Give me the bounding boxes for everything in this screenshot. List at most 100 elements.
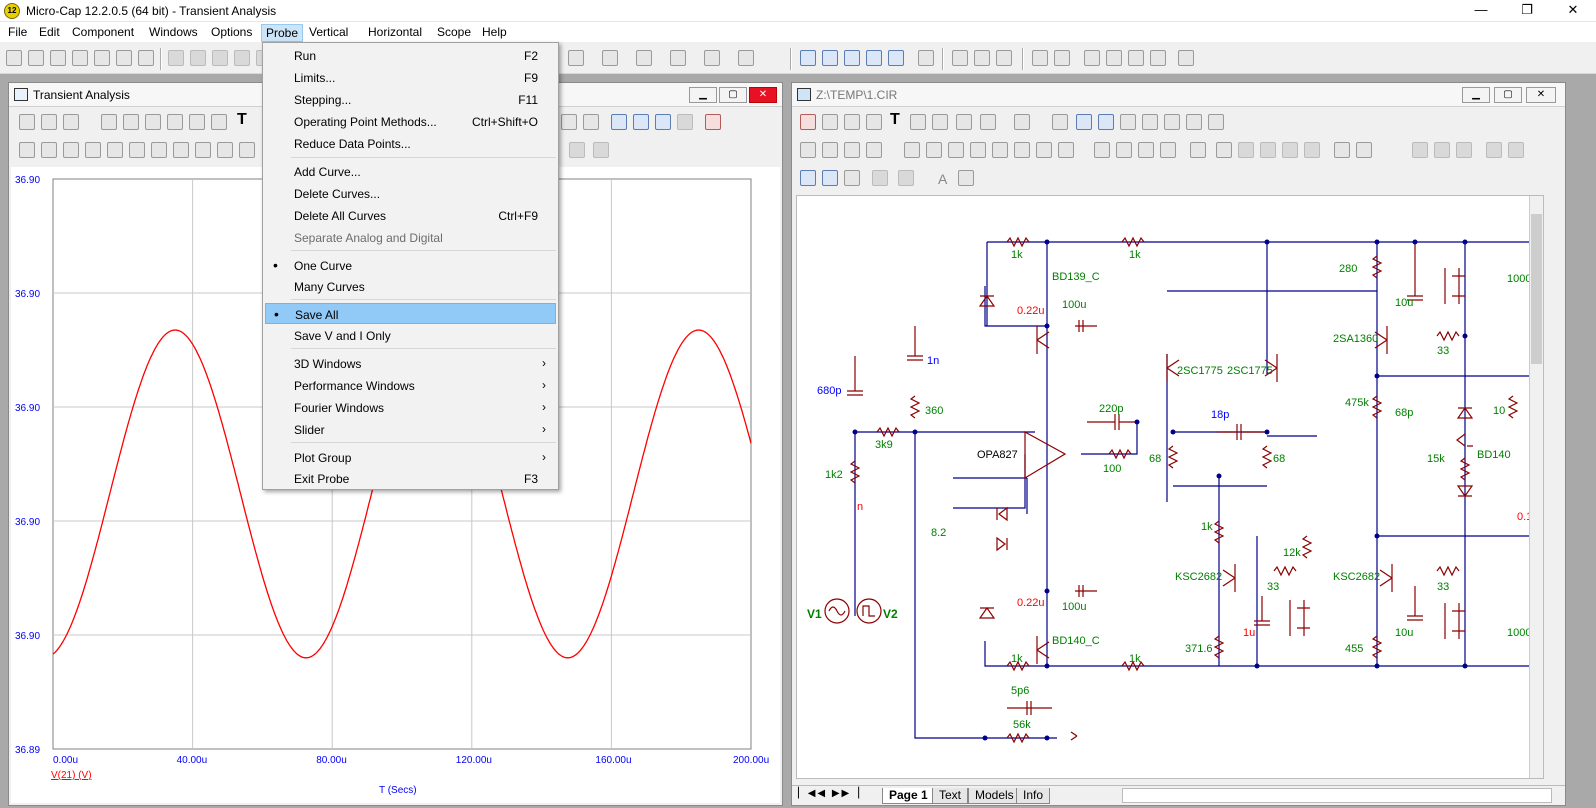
menu-item-fourier-windows[interactable]: Fourier Windows› (294, 400, 546, 415)
menu-item-3d-windows[interactable]: 3D Windows› (294, 356, 546, 371)
menu-item-many-curves[interactable]: Many Curves (294, 280, 365, 294)
cursor-icon-2[interactable] (583, 114, 599, 130)
pointer-icon[interactable] (822, 114, 838, 130)
graph-icon-2[interactable] (123, 114, 139, 130)
menu-item-save-all[interactable]: •Save All (265, 303, 556, 324)
rotate-icon[interactable] (1260, 142, 1276, 158)
graph-icon-4[interactable] (167, 114, 183, 130)
menu-help[interactable]: Help (482, 25, 507, 39)
inflection-icon[interactable] (107, 142, 123, 158)
minimize-icon[interactable]: — (1474, 2, 1488, 17)
pin-icon[interactable] (970, 142, 986, 158)
restore-icon[interactable]: ❐ (1521, 2, 1533, 17)
sheet-icon-3[interactable] (1138, 142, 1154, 158)
copy-cursor-icon[interactable] (569, 142, 585, 158)
zoom-in-schematic-icon[interactable] (800, 170, 816, 186)
scrollbar-thumb[interactable] (1531, 214, 1542, 364)
plot-icon[interactable] (1150, 50, 1166, 66)
print-preview-icon[interactable] (116, 50, 132, 66)
menu-component[interactable]: Component (72, 25, 135, 39)
redo-icon[interactable] (190, 50, 206, 66)
window-minimize-icon[interactable]: ▁ (689, 87, 717, 103)
more-icon[interactable] (1456, 142, 1472, 158)
cross-icon[interactable] (992, 142, 1008, 158)
bounds-icon[interactable] (1216, 142, 1232, 158)
toggle-icon[interactable] (1032, 50, 1048, 66)
pan-icon[interactable] (844, 114, 860, 130)
schematic-close-icon[interactable]: ✕ (1526, 87, 1556, 103)
new-icon[interactable] (28, 50, 44, 66)
check-icon[interactable] (1142, 114, 1158, 130)
node-icon[interactable] (1014, 114, 1030, 130)
menu-item-save-v-and-i[interactable]: Save V and I Only (294, 329, 391, 343)
sheet-icon-2[interactable] (1116, 142, 1132, 158)
new-file-icon[interactable] (6, 50, 22, 66)
wire-icon[interactable] (866, 114, 882, 130)
find-icon[interactable] (1334, 142, 1350, 158)
help-icon[interactable] (1098, 114, 1114, 130)
graph-icon-5[interactable] (189, 114, 205, 130)
ground-icon[interactable] (704, 50, 720, 66)
menu-probe[interactable]: Probe (261, 24, 304, 42)
grid-text-icon[interactable] (822, 142, 838, 158)
scale-icon[interactable] (41, 114, 57, 130)
zoom-out-schematic-icon[interactable] (822, 170, 838, 186)
schematic-horizontal-scrollbar[interactable] (1122, 788, 1552, 803)
menu-horizontal[interactable]: Horizontal (368, 25, 423, 39)
bus-icon[interactable] (956, 114, 972, 130)
page-nav-icon[interactable]: ▏◀◀ ▶▶▕ (798, 788, 861, 799)
menu-windows[interactable]: Windows (149, 25, 198, 39)
find-next-icon[interactable] (1356, 142, 1372, 158)
tab-info[interactable]: Info (1016, 788, 1051, 804)
voltage-icon[interactable] (866, 142, 882, 158)
cursor-icon[interactable] (561, 114, 577, 130)
graph-icon[interactable] (101, 114, 117, 130)
print-icon[interactable] (138, 50, 154, 66)
menu-item-one-curve[interactable]: •One Curve (273, 257, 353, 273)
delete-curve-icon[interactable] (705, 114, 721, 130)
resistor-icon[interactable] (636, 50, 652, 66)
select-icon[interactable] (19, 114, 35, 130)
cascade-icon[interactable] (800, 50, 816, 66)
global-high-icon[interactable] (129, 142, 145, 158)
stop-icon[interactable] (1434, 142, 1450, 158)
export-icon[interactable] (1190, 142, 1206, 158)
menu-item-reduce-data[interactable]: Reduce Data Points... (294, 137, 411, 151)
flag-icon[interactable] (980, 114, 996, 130)
valley-icon[interactable] (41, 142, 57, 158)
top-icon[interactable] (173, 142, 189, 158)
tile-horizontal-icon[interactable] (844, 50, 860, 66)
tab-page-1[interactable]: Page 1 (882, 788, 935, 804)
save-icon[interactable] (72, 50, 88, 66)
schematic-drawing[interactable]: 1k 1k BD139_C 0.22u 100u 280 10u 1000u 2… (797, 196, 1543, 778)
sheet-icon[interactable] (1094, 142, 1110, 158)
warning-icon[interactable] (1014, 142, 1030, 158)
font-icon[interactable]: A (938, 171, 948, 187)
schematic-minimize-icon[interactable]: ▁ (1462, 87, 1490, 103)
window-close-icon[interactable]: ✕ (749, 87, 777, 103)
grid-snap-icon[interactable] (1058, 142, 1074, 158)
menu-options[interactable]: Options (211, 25, 253, 39)
zoom-in-icon[interactable] (611, 114, 627, 130)
window-restore-icon[interactable]: ▢ (719, 87, 747, 103)
schematic-vertical-scrollbar[interactable] (1529, 196, 1543, 778)
condition-icon[interactable] (948, 142, 964, 158)
info-icon[interactable] (1076, 114, 1092, 130)
high-icon[interactable] (63, 142, 79, 158)
zoom-fit-icon[interactable] (655, 114, 671, 130)
layers-icon[interactable] (1186, 114, 1202, 130)
current-icon[interactable] (904, 142, 920, 158)
zoom-region-icon[interactable] (63, 114, 79, 130)
menu-vertical[interactable]: Vertical (309, 25, 349, 39)
paste-page-icon[interactable] (1508, 142, 1524, 158)
cut-icon[interactable] (212, 50, 228, 66)
node-numbers-icon[interactable] (844, 142, 860, 158)
property-icon[interactable] (1054, 50, 1070, 66)
rect-icon[interactable] (1238, 142, 1254, 158)
color-icon[interactable] (1106, 50, 1122, 66)
schematic-restore-icon[interactable]: ▢ (1494, 87, 1522, 103)
schematic-window[interactable]: Z:\TEMP\1.CIR ▁ ▢ ✕ T (791, 82, 1566, 806)
menu-item-performance-windows[interactable]: Performance Windows› (294, 378, 546, 393)
flip-icon[interactable] (1282, 142, 1298, 158)
